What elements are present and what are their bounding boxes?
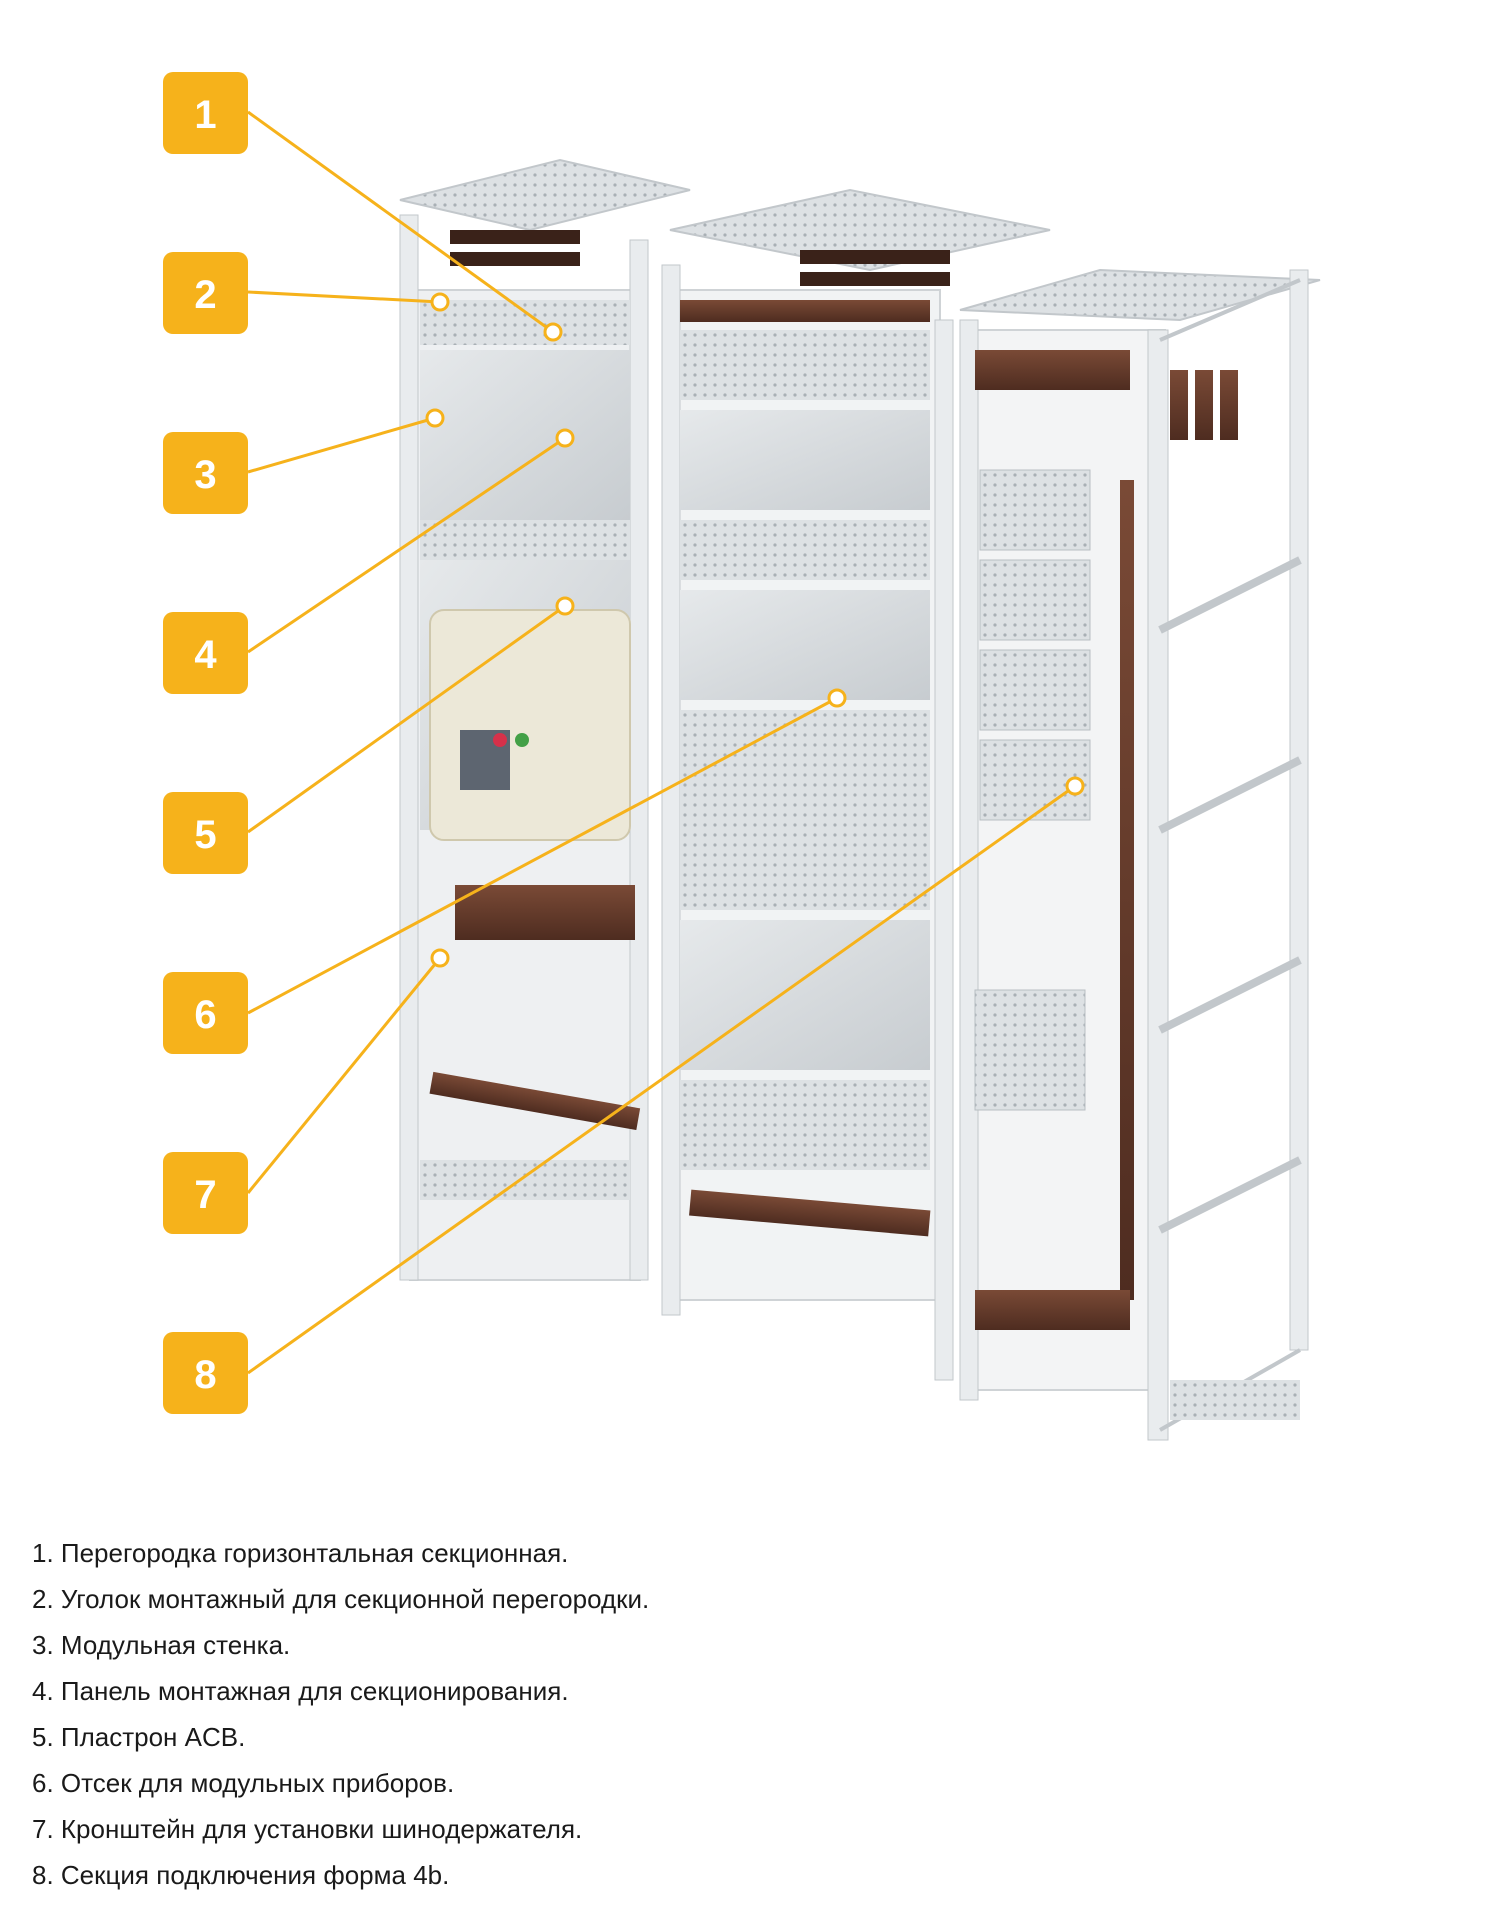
- marker-badge-2: 2: [163, 252, 248, 334]
- marker-label-4: 4: [194, 633, 217, 677]
- component-legend: 1. Перегородка горизонтальная секционная…: [32, 1530, 649, 1898]
- legend-item: 4. Панель монтажная для секционирования.: [32, 1668, 649, 1714]
- legend-item: 3. Модульная стенка.: [32, 1622, 649, 1668]
- leader-dot-3: [427, 410, 443, 426]
- marker-label-8: 8: [194, 1353, 216, 1397]
- legend-item: 2. Уголок монтажный для секционной перег…: [32, 1576, 649, 1622]
- marker-badge-1: 1: [163, 72, 248, 154]
- marker-label-3: 3: [194, 453, 216, 497]
- legend-item: 7. Кронштейн для установки шинодержателя…: [32, 1806, 649, 1852]
- marker-badge-5: 5: [163, 792, 248, 874]
- marker-label-5: 5: [194, 813, 216, 857]
- leader-dot-2: [432, 294, 448, 310]
- legend-item: 6. Отсек для модульных приборов.: [32, 1760, 649, 1806]
- leader-dot-7: [432, 950, 448, 966]
- marker-badge-6: 6: [163, 972, 248, 1054]
- marker-badge-4: 4: [163, 612, 248, 694]
- leader-dot-5: [557, 598, 573, 614]
- marker-badge-7: 7: [163, 1152, 248, 1234]
- leader-dot-1: [545, 324, 561, 340]
- switchgear-cabinet-diagram: 1 2 3 4 5 6 7 8: [0, 0, 1503, 1480]
- marker-badge-8: 8: [163, 1332, 248, 1414]
- leader-dot-6: [829, 690, 845, 706]
- marker-label-1: 1: [194, 93, 216, 137]
- marker-label-2: 2: [194, 273, 216, 317]
- marker-label-7: 7: [194, 1173, 216, 1217]
- leader-dot-8: [1067, 778, 1083, 794]
- marker-label-6: 6: [194, 993, 216, 1037]
- legend-item: 8. Секция подключения форма 4b.: [32, 1852, 649, 1898]
- legend-item: 5. Пластрон ACB.: [32, 1714, 649, 1760]
- marker-badge-3: 3: [163, 432, 248, 514]
- cabinet-right: [960, 270, 1320, 1440]
- leader-dot-4: [557, 430, 573, 446]
- legend-item: 1. Перегородка горизонтальная секционная…: [32, 1530, 649, 1576]
